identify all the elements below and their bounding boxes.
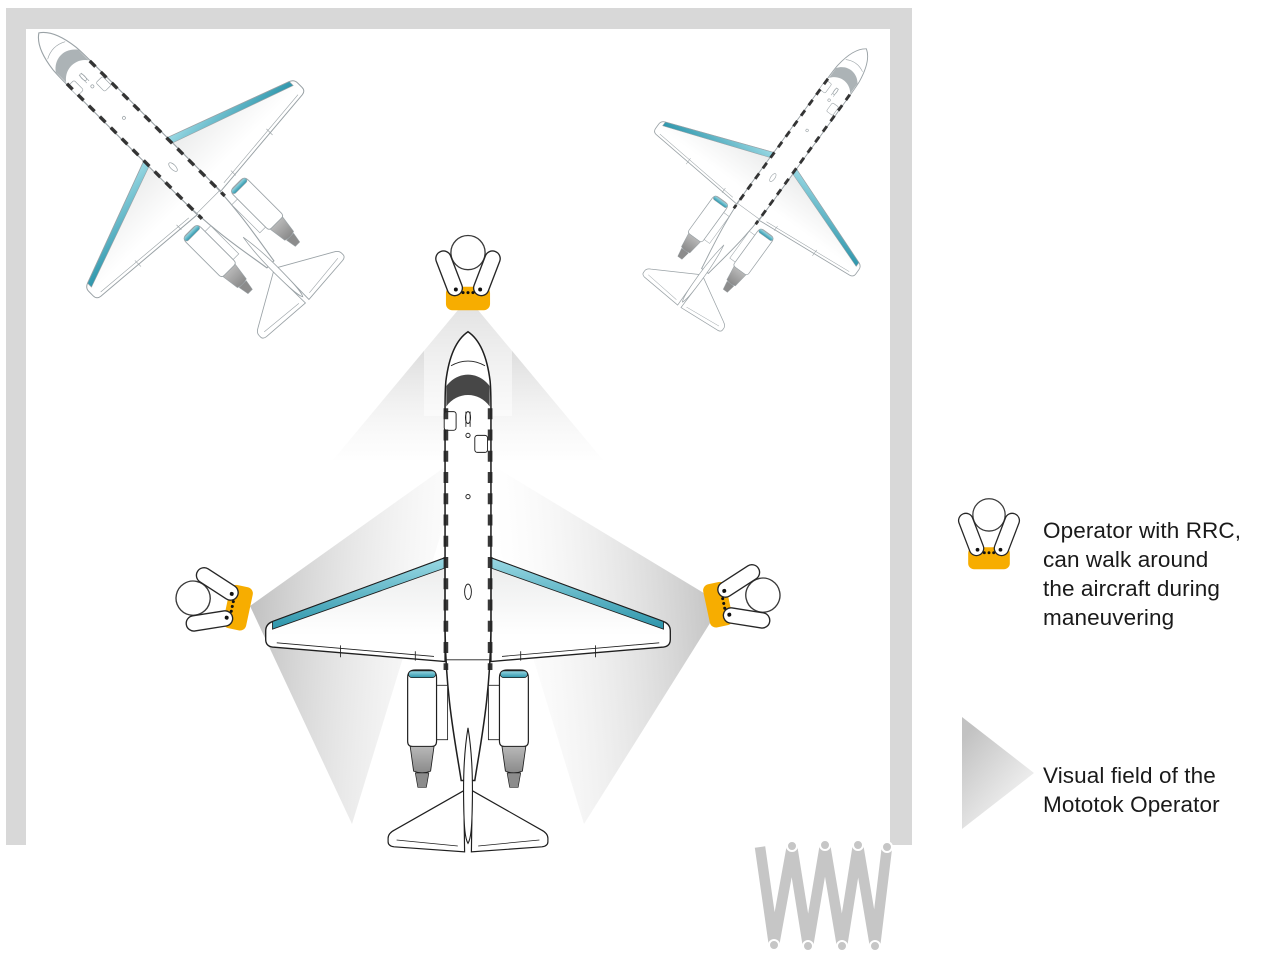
operator-right: [698, 557, 788, 642]
folding-hangar-door: [754, 839, 893, 952]
visual-field-triangle-icon: [962, 717, 1034, 829]
parked-aircraft-top-left: [0, 0, 412, 406]
operator-left: [168, 560, 258, 645]
legend-visual-field-label: Visual field of the Mototok Operator: [1043, 763, 1220, 817]
hangar-top-wall: [6, 8, 912, 29]
hangar-right-wall: [890, 8, 912, 845]
hangar-left-wall: [6, 8, 26, 845]
legend-operator-label: Operator with RRC, can walk around the a…: [1043, 518, 1242, 630]
operator-top: [432, 234, 504, 311]
operator-with-rrc-icon: [955, 498, 1023, 570]
door-hinge-joints: [768, 839, 893, 952]
